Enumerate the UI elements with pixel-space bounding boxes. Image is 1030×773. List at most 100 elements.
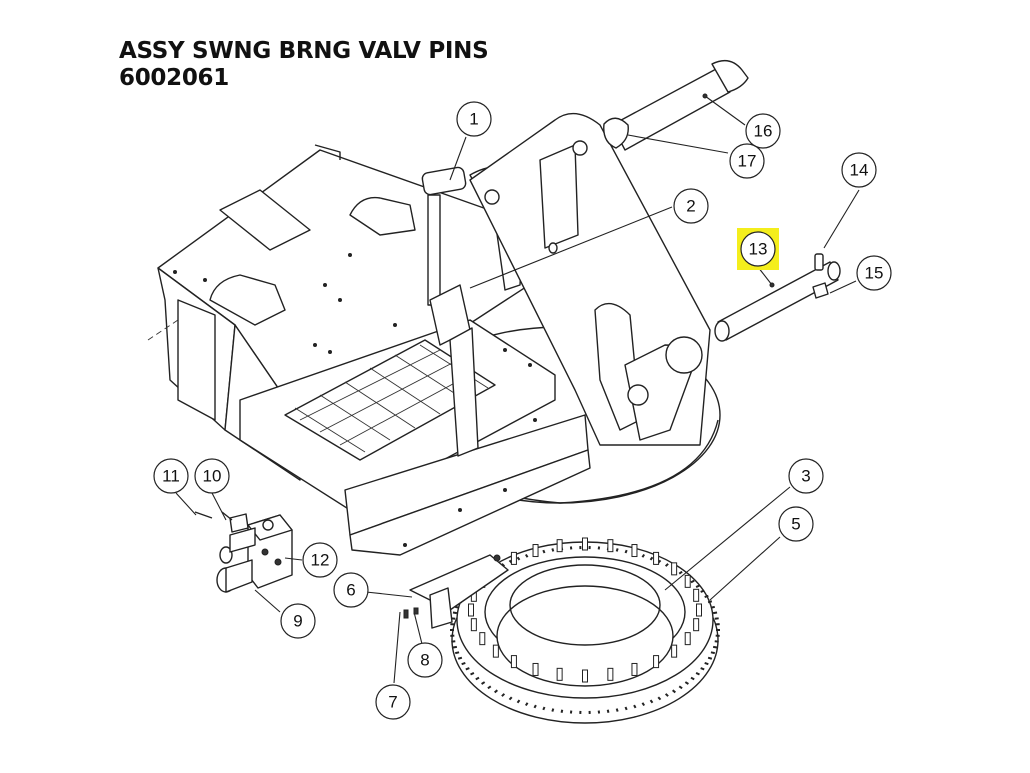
gear-tooth <box>710 605 715 609</box>
gear-tooth <box>657 696 662 701</box>
gear-tooth <box>664 563 669 567</box>
callout-circle <box>841 152 877 188</box>
callout-label: 5 <box>791 515 800 534</box>
gear-tooth <box>461 661 466 666</box>
gear-tooth <box>695 672 700 676</box>
gear-tooth <box>690 579 695 584</box>
ring-bolt <box>607 667 614 681</box>
ring-bolt <box>492 644 499 658</box>
gear-tooth <box>624 549 628 554</box>
callout-circle <box>740 231 776 267</box>
callout-circle <box>194 458 230 494</box>
gear-tooth <box>516 699 521 704</box>
ring-bolt <box>479 632 486 646</box>
gear-tooth <box>672 689 676 694</box>
gear-tooth <box>712 611 718 615</box>
callout-2: 2 <box>673 188 709 224</box>
gear-tooth <box>470 672 475 676</box>
ring-bolt <box>468 603 474 617</box>
ring-bolt <box>556 539 563 553</box>
gear-tooth <box>649 699 654 704</box>
ring-bolt <box>470 618 477 632</box>
gear-tooth <box>551 548 555 552</box>
callout-7: 7 <box>375 684 411 720</box>
gear-tooth <box>700 667 705 671</box>
callout-label: 7 <box>388 693 397 712</box>
drawing-title: ASSY SWNG BRNG VALV PINS <box>119 38 489 64</box>
callout-circle <box>280 603 316 639</box>
ring-bolt <box>556 667 563 681</box>
callout-6: 6 <box>333 572 369 608</box>
callout-10: 10 <box>194 458 230 494</box>
gear-tooth <box>524 702 529 707</box>
callout-circle <box>745 113 781 149</box>
gear-tooth <box>516 556 521 561</box>
a-frame-tower <box>469 112 711 446</box>
ring-bolt <box>532 544 539 558</box>
leader-lines <box>175 93 860 684</box>
gear-tooth <box>641 553 646 558</box>
callout-circle <box>856 255 892 291</box>
gear-tooth <box>695 584 700 588</box>
ring-bolt <box>684 574 691 588</box>
gear-tooth <box>700 589 705 593</box>
callout-circle <box>153 458 189 494</box>
gear-tooth <box>475 676 480 681</box>
callout-circle <box>333 572 369 608</box>
callout-17: 17 <box>729 143 765 179</box>
callout-circle <box>729 143 765 179</box>
ring-bolt <box>693 618 700 632</box>
callout-label: 3 <box>801 467 810 486</box>
callout-14: 14 <box>841 152 877 188</box>
gear-tooth <box>494 689 498 694</box>
gear-tooth <box>542 706 546 711</box>
valve-lever <box>421 166 479 457</box>
ring-bolt <box>631 662 638 676</box>
callout-3: 3 <box>788 458 824 494</box>
callout-15: 15 <box>856 255 892 291</box>
callout-label: 2 <box>686 197 695 216</box>
ring-bolt <box>532 662 539 676</box>
gear-tooth <box>649 556 654 561</box>
gear-tooth <box>533 704 537 709</box>
mount-bracket <box>403 554 509 629</box>
gear-tooth <box>508 696 513 701</box>
callout-label: 6 <box>346 581 355 600</box>
gear-tooth <box>542 549 546 554</box>
upper-pin <box>603 59 749 151</box>
gear-tooth <box>465 667 470 671</box>
callout-16: 16 <box>745 113 781 149</box>
callout-label: 12 <box>311 551 330 570</box>
callout-label: 14 <box>850 161 869 180</box>
callout-1: 1 <box>456 101 492 137</box>
ring-bolt <box>693 588 700 602</box>
callout-circle <box>778 506 814 542</box>
callout-label: 9 <box>293 612 302 631</box>
gear-tooth <box>524 553 529 558</box>
callout-11: 11 <box>153 458 189 494</box>
gear-tooth <box>452 611 458 615</box>
callout-label: 8 <box>420 651 429 670</box>
gear-tooth <box>641 702 646 707</box>
ring-bolt <box>631 544 638 558</box>
gear-tooth <box>457 656 463 660</box>
title-block: ASSY SWNG BRNG VALV PINS 6002061 <box>119 38 489 92</box>
callout-13: 13 <box>737 228 779 270</box>
callout-circle <box>375 684 411 720</box>
ring-bolt <box>510 551 517 565</box>
main-frame <box>147 144 591 556</box>
ring-bolt <box>671 644 678 658</box>
gear-tooth <box>452 645 458 649</box>
callout-label: 1 <box>469 110 478 129</box>
valve-block <box>194 511 293 593</box>
ring-bolt <box>684 632 691 646</box>
callout-5: 5 <box>778 506 814 542</box>
callout-label: 17 <box>738 152 757 171</box>
slewing-ring <box>450 537 720 724</box>
gear-tooth <box>707 600 713 604</box>
gear-tooth <box>455 605 460 609</box>
ring-bolt <box>582 669 588 683</box>
